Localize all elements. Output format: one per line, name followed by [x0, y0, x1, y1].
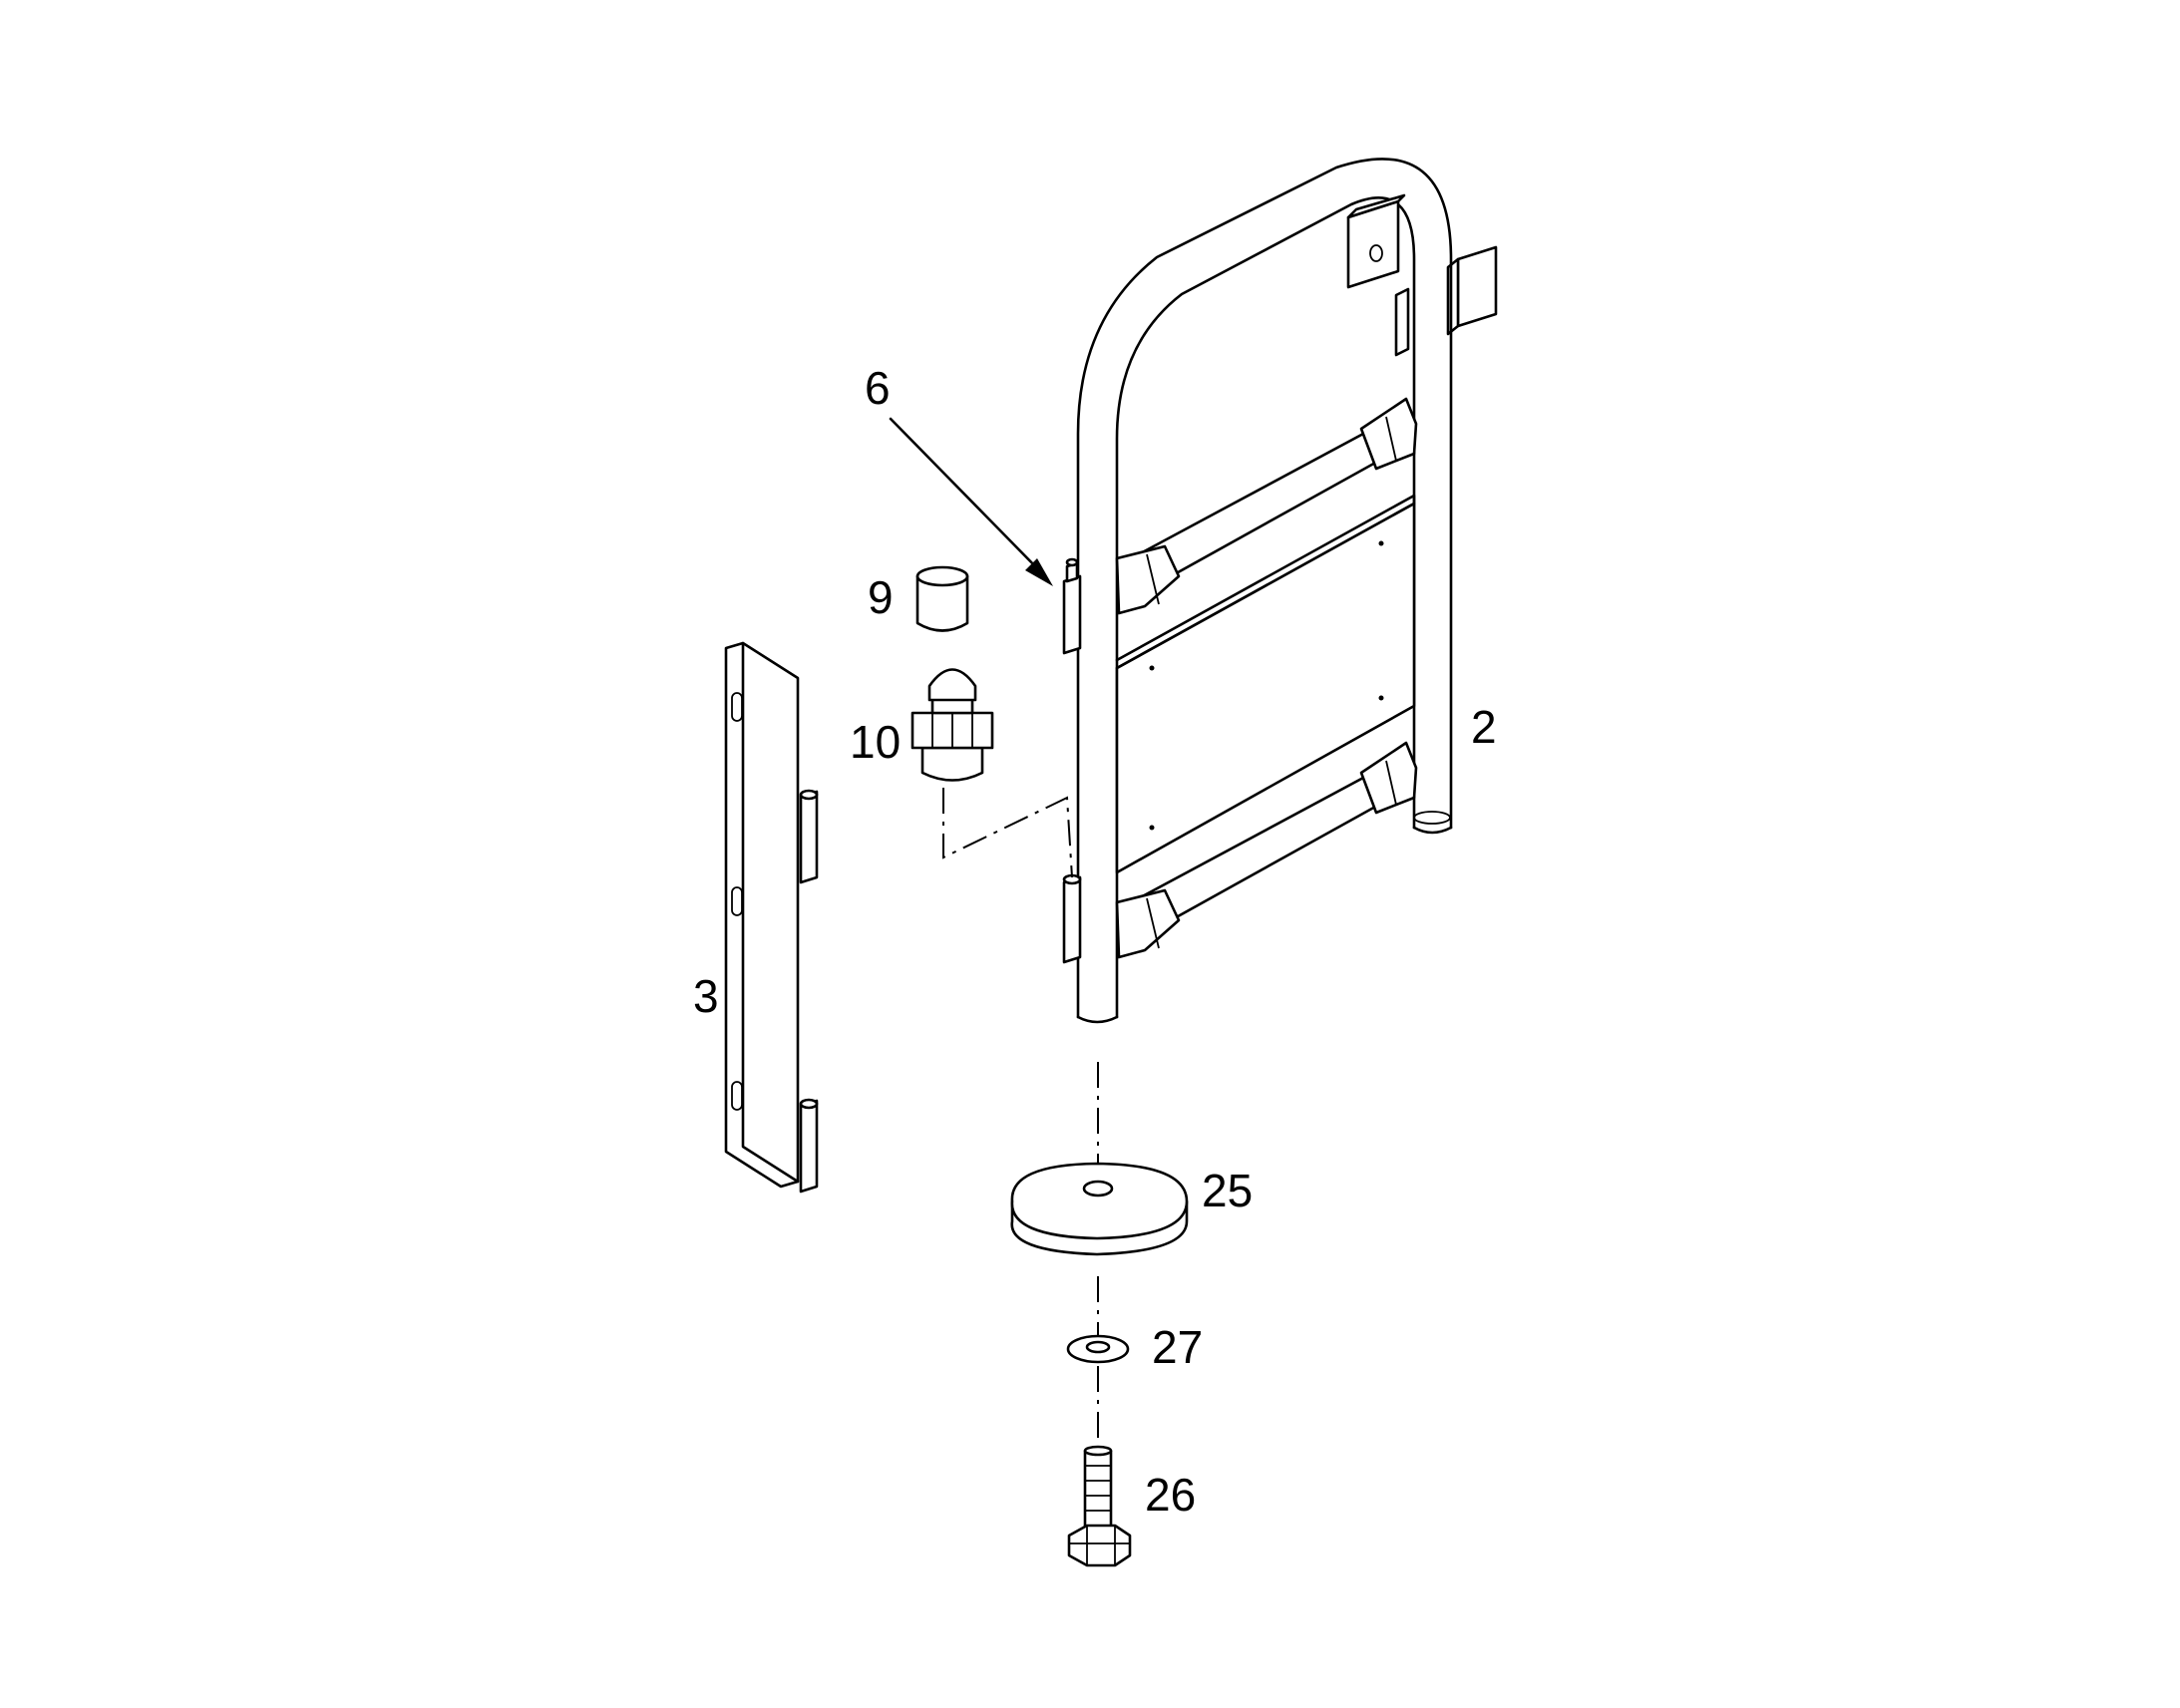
grease-fitting-part-10 — [910, 668, 994, 782]
callout-25: 25 — [1202, 1165, 1253, 1216]
cap-part-9 — [915, 565, 969, 632]
ladder-frame-part-2 — [1062, 158, 1498, 1024]
leader-arrow-6 — [889, 417, 1053, 586]
callout-27: 27 — [1152, 1321, 1203, 1373]
hex-bolt-part-26 — [1067, 1445, 1132, 1567]
callout-9: 9 — [868, 571, 894, 623]
callout-6: 6 — [865, 362, 891, 414]
callout-10: 10 — [850, 716, 901, 768]
hinge-bar-part-3 — [724, 641, 819, 1194]
callout-26: 26 — [1145, 1469, 1196, 1521]
washer-part-27 — [1066, 1334, 1130, 1364]
callout-3: 3 — [693, 970, 719, 1022]
callout-2: 2 — [1471, 701, 1497, 753]
assembly-line-10-to-pin — [942, 788, 1073, 878]
foot-disc-part-25 — [1010, 1162, 1189, 1256]
